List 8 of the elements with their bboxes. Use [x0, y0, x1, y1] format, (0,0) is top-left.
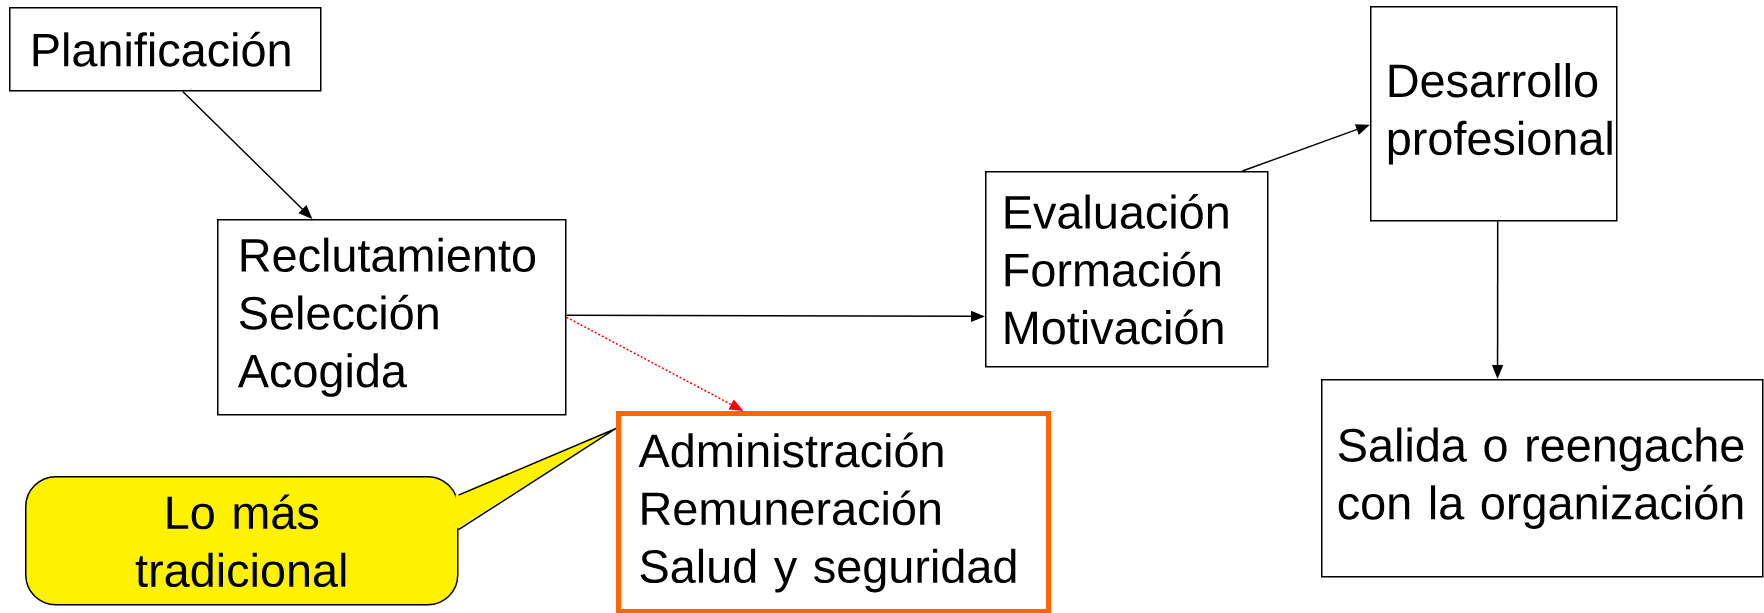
process-box: Evaluación Formación Motivación	[985, 171, 1269, 368]
process-box: Desarrollo profesional	[1370, 6, 1618, 222]
process-box: Salida o reengache con la organización	[1321, 379, 1764, 578]
process-box: Reclutamiento Selección Acogida	[217, 219, 567, 416]
process-box: Administración Remuneración Salud y seguridad	[616, 411, 1051, 613]
process-box: Planificación	[9, 7, 322, 92]
callout-tail	[455, 427, 617, 531]
callout-bubble: Lo más tradicional	[25, 476, 459, 606]
